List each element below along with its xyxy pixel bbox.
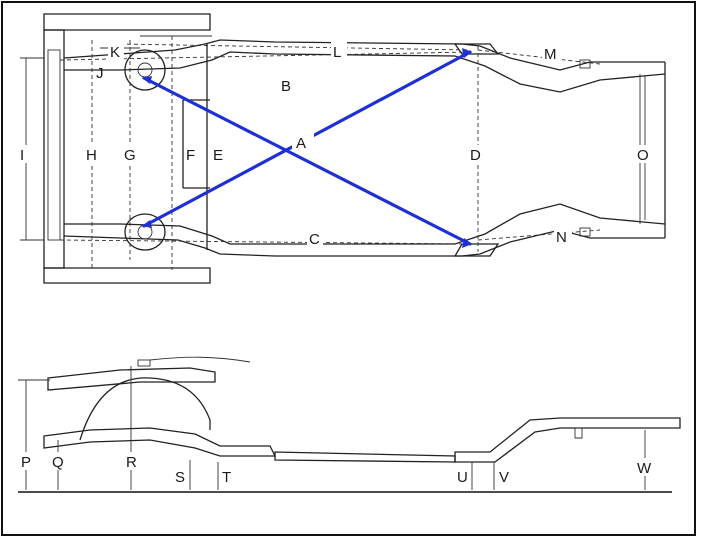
label-F-bg: [184, 145, 202, 163]
label-G: G: [124, 147, 136, 164]
rear-rail-side: [454, 417, 681, 463]
front-right-spring-mount: [124, 213, 166, 251]
label-W-bg: [636, 458, 656, 476]
center-crossmember-bracket: [182, 99, 210, 189]
label-I-bg: [18, 145, 32, 163]
label-R: R: [126, 454, 137, 471]
dim-B-line: [59, 51, 471, 61]
label-Q-bg: [50, 452, 68, 470]
rear-left-shackle: [579, 59, 591, 69]
diagonal-A-arrow-2: [462, 238, 472, 248]
rear-right-bracket: [453, 243, 500, 257]
label-B: B: [281, 78, 291, 95]
dim-C-line: [59, 239, 471, 245]
label-P-bg: [19, 452, 33, 470]
side-view-frame: P Q R S T U V W: [18, 356, 681, 493]
label-R-bg: [124, 452, 140, 470]
upper-rail-inner: [64, 51, 666, 93]
label-C: C: [309, 231, 320, 248]
label-L-bg: [331, 42, 347, 60]
front-bumper-plate: [43, 29, 65, 269]
label-A: A: [296, 135, 306, 152]
label-P: P: [21, 454, 31, 471]
label-O-bg: [635, 145, 655, 163]
label-G-bg: [122, 145, 140, 163]
label-I: I: [20, 147, 24, 164]
label-C-bg: [307, 229, 323, 247]
label-N: N: [556, 229, 567, 246]
label-S: S: [175, 469, 185, 486]
diagonal-A-arrow-3: [142, 76, 152, 84]
label-M: M: [544, 46, 557, 63]
diagonal-A-arrow-1: [462, 48, 472, 58]
front-box-top: [43, 13, 211, 31]
front-rail-side: [43, 427, 277, 457]
label-B-bg: [279, 76, 295, 94]
front-crossmember: [47, 49, 61, 241]
front-fender-top: [47, 367, 216, 391]
front-mount-cap: [137, 359, 151, 367]
diagonal-A-arrow-4: [142, 220, 152, 228]
upper-rail-outer: [63, 39, 665, 71]
mid-rail-side: [274, 451, 456, 463]
label-D: D: [470, 147, 481, 164]
front-left-spring-hole: [137, 62, 153, 78]
front-box-bottom: [43, 267, 211, 284]
label-N-bg: [554, 227, 572, 245]
label-L: L: [333, 44, 341, 61]
label-K: K: [110, 44, 120, 61]
lower-rail-inner: [64, 203, 666, 245]
rear-shackle-side: [574, 427, 583, 439]
dim-I-ticks: [20, 57, 44, 241]
label-F: F: [186, 147, 195, 164]
rear-right-shackle: [579, 227, 591, 237]
label-K-bg: [108, 42, 124, 60]
label-E: E: [213, 147, 223, 164]
label-W: W: [637, 460, 652, 477]
front-fender-curve: [149, 356, 251, 363]
front-left-spring-mount: [124, 49, 166, 91]
top-view-frame: A B C D E F G H I J K L M N O: [18, 13, 666, 284]
diagonal-A-1: [142, 76, 472, 246]
label-M-bg: [542, 44, 562, 62]
label-J: J: [96, 65, 104, 82]
label-A-bg: [292, 132, 314, 152]
label-H-bg: [84, 145, 102, 163]
label-U: U: [457, 469, 468, 486]
label-Q: Q: [52, 454, 64, 471]
outer-border: [1, 1, 696, 536]
rear-left-bracket: [453, 43, 500, 55]
dim-L-line: [119, 43, 471, 51]
label-D-bg: [468, 145, 486, 163]
label-H: H: [86, 147, 97, 164]
label-O: O: [637, 147, 649, 164]
front-wheel-arch: [79, 377, 211, 441]
label-V: V: [499, 469, 509, 486]
label-T: T: [222, 469, 231, 486]
